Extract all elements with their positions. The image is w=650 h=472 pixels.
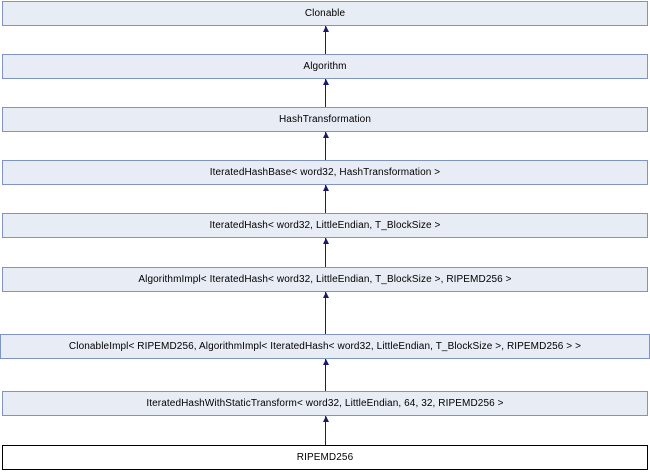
class-node-iterated-hash-static[interactable]: IteratedHashWithStaticTransform< word32,… [2,391,648,416]
inheritance-arrow-icon [323,359,329,365]
edge-iteratedhashbase-to-hashtransformation [325,132,326,160]
class-node-clonable[interactable]: Clonable [2,1,648,26]
class-node-iterated-hash-base[interactable]: IteratedHashBase< word32, HashTransforma… [2,160,648,185]
edge-hashtransformation-to-algorithm [325,79,326,107]
class-node-hash-transformation[interactable]: HashTransformation [2,107,648,132]
edge-ripemd256-to-iteratedhashstatic [325,416,326,445]
inheritance-arrow-icon [323,292,329,298]
class-node-ripemd256: RIPEMD256 [2,445,648,470]
edge-iteratedhash-to-iteratedhashbase [325,185,326,213]
inheritance-arrow-icon [323,132,329,138]
inheritance-arrow-icon [323,238,329,244]
inheritance-arrow-icon [323,79,329,85]
inheritance-arrow-icon [323,26,329,32]
inheritance-arrow-icon [323,185,329,191]
class-node-algorithm-impl[interactable]: AlgorithmImpl< IteratedHash< word32, Lit… [2,267,648,292]
edge-iteratedhashstatic-to-clonableimpl [325,359,326,391]
class-node-clonable-impl[interactable]: ClonableImpl< RIPEMD256, AlgorithmImpl< … [0,334,650,359]
edge-algorithmimpl-to-iteratedhash [325,238,326,267]
edge-algorithm-to-clonable [325,26,326,54]
edge-clonableimpl-to-algorithmimpl [325,292,326,334]
class-node-algorithm[interactable]: Algorithm [2,54,648,79]
class-node-iterated-hash[interactable]: IteratedHash< word32, LittleEndian, T_Bl… [2,213,648,238]
inheritance-arrow-icon [323,416,329,422]
